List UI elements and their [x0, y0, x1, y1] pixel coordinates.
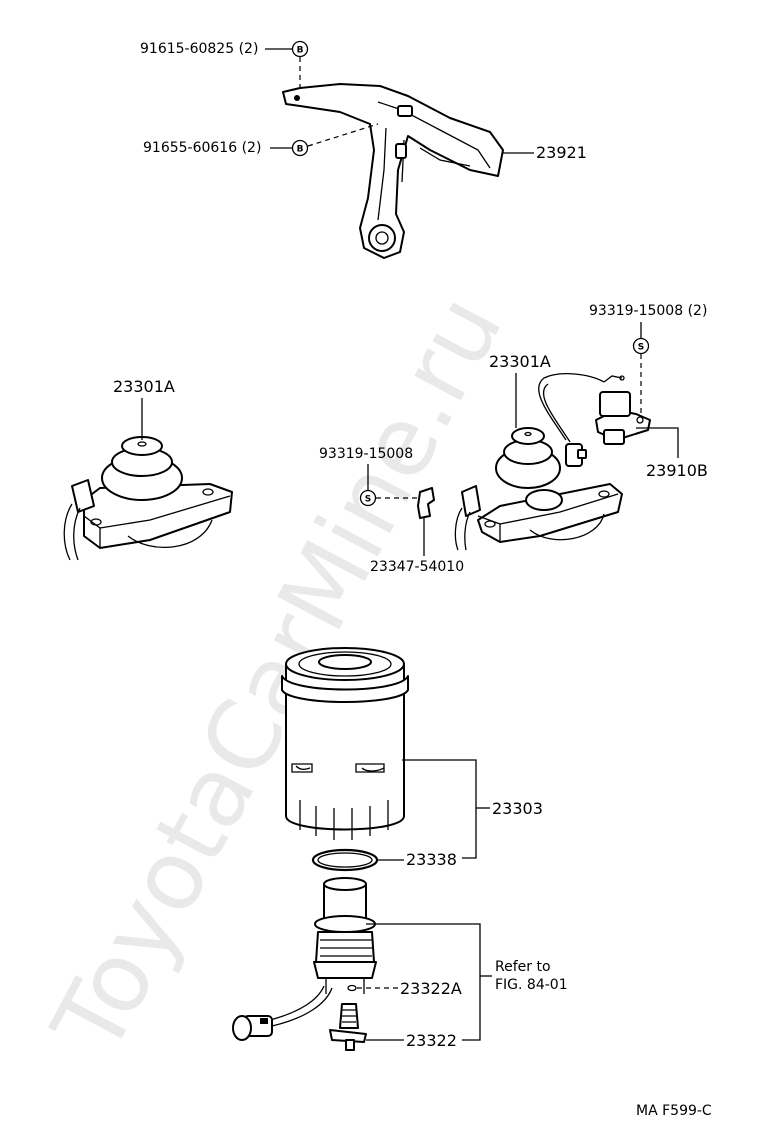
bolt-symbol-2: B [297, 145, 304, 155]
screw-symbol-pair: S [638, 343, 644, 353]
label-clip: 23347-54010 [370, 559, 464, 575]
filter-base-right [454, 373, 623, 551]
label-screw-pair: 93319-15008 (2) [589, 303, 707, 319]
label-drain-plug: 23322 [406, 1031, 457, 1050]
figure-code: MA F599-C [636, 1103, 712, 1119]
bolt-symbol-1: B [297, 46, 304, 56]
bolt-91655-60616-callout: 91655-60616 (2) B [143, 123, 379, 157]
label-bracket: 23921 [536, 143, 587, 162]
water-sensor-assy [232, 877, 377, 1051]
refer-to-line2: FIG. 84-01 [495, 977, 568, 993]
screw-symbol-single: S [365, 495, 371, 505]
label-bolt-91655: 91655-60616 (2) [143, 140, 261, 156]
sensor-23910b [595, 375, 651, 445]
label-gasket: 23338 [406, 850, 457, 869]
label-filter: 23303 [492, 799, 543, 818]
bolt-91615-60825-callout: 91615-60825 (2) B [140, 40, 309, 92]
label-filter-base-left: 23301A [113, 377, 175, 396]
refer-to-line1: Refer to [495, 959, 551, 975]
fuel-filter-23303 [281, 647, 409, 840]
bracket-23921 [282, 83, 504, 259]
clip-23347: 93319-15008 S 23347-54010 [319, 446, 464, 575]
label-screw-single: 93319-15008 [319, 446, 413, 462]
label-sensor: 23910B [646, 461, 708, 480]
label-filter-base-right: 23301A [489, 352, 551, 371]
gasket-23338 [311, 848, 379, 872]
label-bolt-91615: 91615-60825 (2) [140, 41, 258, 57]
filter-base-left [63, 436, 233, 561]
watermark: ToyotaCarMine.ru [31, 278, 524, 1072]
label-oring: 23322A [400, 979, 462, 998]
